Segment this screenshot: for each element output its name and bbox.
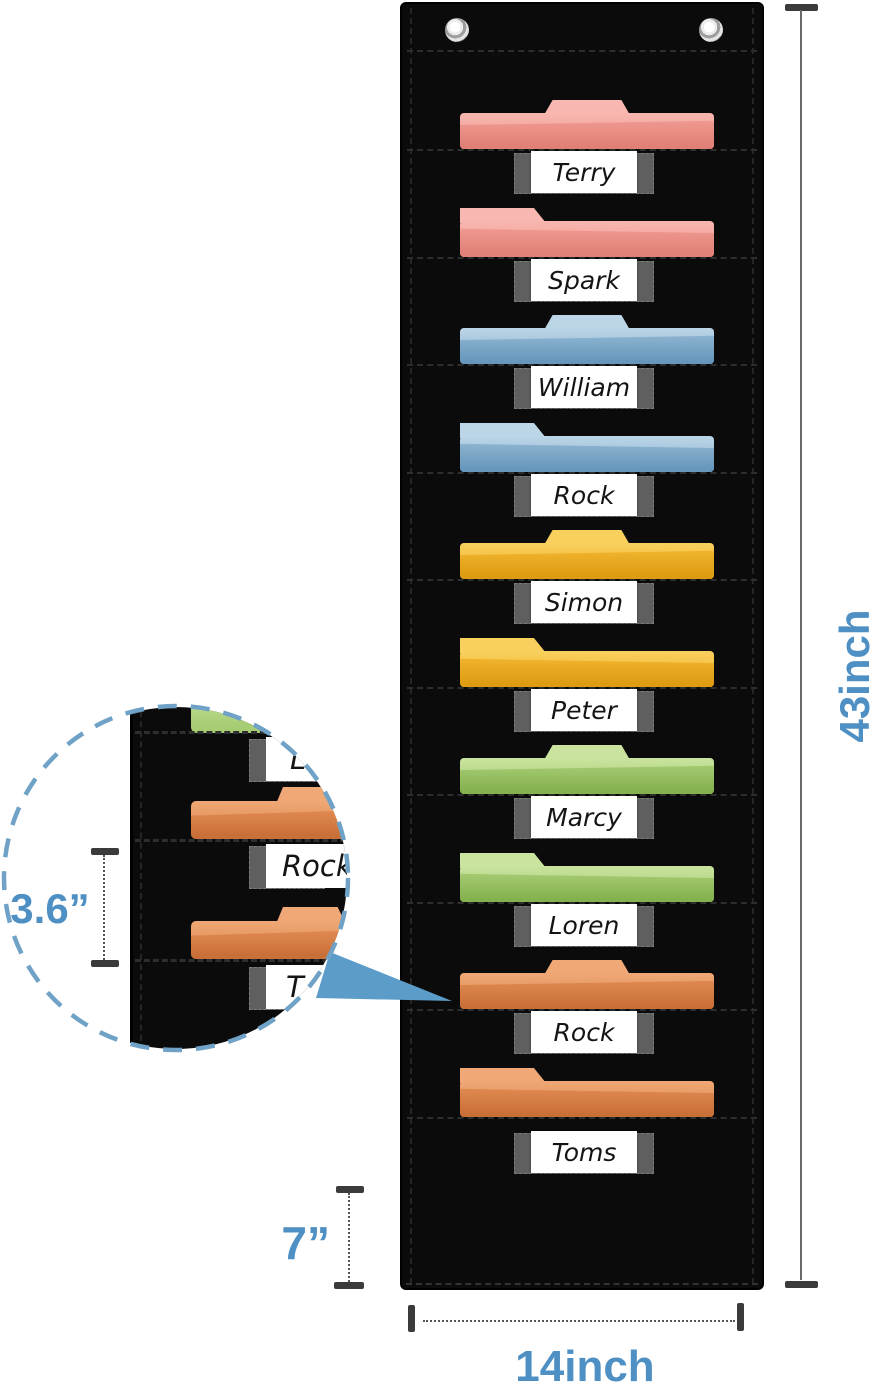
name-card: William bbox=[531, 366, 637, 408]
file-folder bbox=[191, 907, 347, 959]
folder-front-flap bbox=[460, 765, 714, 794]
stitch-line-left bbox=[410, 8, 412, 1284]
measure-tick bbox=[334, 1282, 364, 1289]
name-card: Rock bbox=[531, 1011, 637, 1053]
folder-front-flap bbox=[460, 335, 714, 364]
folder-front-flap bbox=[460, 120, 714, 149]
grommet-icon bbox=[699, 18, 723, 42]
folder-tab bbox=[460, 208, 546, 223]
folder-front-flap bbox=[460, 1088, 714, 1117]
pocket-seam bbox=[407, 364, 757, 366]
measure-tick bbox=[91, 960, 119, 967]
green-folder-corner bbox=[191, 707, 277, 733]
folder-front-flap bbox=[460, 550, 714, 579]
measure-line bbox=[423, 1320, 735, 1322]
name-card: Marcy bbox=[531, 796, 637, 838]
pocket-seam bbox=[407, 50, 757, 52]
label-holder: Peter bbox=[514, 689, 654, 732]
name-card: L bbox=[266, 737, 347, 781]
name-card: Toms bbox=[531, 1131, 637, 1173]
label-holder: Rock bbox=[514, 1011, 654, 1054]
bottom-pocket-dimension: 7” bbox=[281, 1217, 330, 1269]
pocket-spacing-dimension: 3.6” bbox=[10, 885, 90, 932]
measure-line bbox=[800, 10, 802, 1280]
file-folder-green bbox=[460, 745, 714, 794]
file-folder-pink bbox=[460, 100, 714, 149]
file-folder-green bbox=[460, 853, 714, 902]
pocket-seam bbox=[407, 579, 757, 581]
measure-tick bbox=[91, 848, 119, 855]
pocket-seam bbox=[135, 959, 347, 962]
file-folder-yellow bbox=[460, 530, 714, 579]
measure-tick bbox=[737, 1303, 744, 1331]
file-folder bbox=[191, 787, 347, 839]
measure-tick bbox=[336, 1186, 364, 1193]
folder-front-flap bbox=[460, 443, 714, 472]
name-card: Rock bbox=[266, 844, 347, 888]
folder-front-flap bbox=[460, 873, 714, 902]
label-holder: William bbox=[514, 366, 654, 409]
pocket-seam bbox=[135, 731, 347, 734]
file-folder-orange bbox=[460, 960, 714, 1009]
grommet-icon bbox=[445, 18, 469, 42]
measure-line bbox=[103, 855, 105, 960]
pocket-seam bbox=[135, 839, 347, 842]
pocket-seam bbox=[407, 794, 757, 796]
measure-tick bbox=[408, 1305, 415, 1332]
label-holder: Terry bbox=[514, 151, 654, 194]
pocket-seam bbox=[407, 257, 757, 259]
folder-tab bbox=[544, 745, 630, 760]
folder-tab bbox=[544, 315, 630, 330]
folder-tab bbox=[544, 960, 630, 975]
pocket-seam bbox=[407, 687, 757, 689]
label-holder: Rock bbox=[514, 474, 654, 517]
label-holder: Spark bbox=[514, 259, 654, 302]
folder-front-flap bbox=[460, 228, 714, 257]
name-card: T bbox=[266, 965, 347, 1009]
measure-line bbox=[348, 1193, 350, 1282]
name-card: Spark bbox=[531, 259, 637, 301]
name-card: Simon bbox=[531, 581, 637, 623]
name-card: Rock bbox=[531, 474, 637, 516]
label-holder: Rock bbox=[249, 844, 347, 889]
stitch-line bbox=[140, 707, 142, 1049]
file-folder-yellow bbox=[460, 638, 714, 687]
pocket-seam bbox=[407, 149, 757, 151]
file-folder-orange bbox=[460, 1068, 714, 1117]
pocket-seam bbox=[407, 1009, 757, 1011]
folder-tab bbox=[460, 638, 546, 653]
measure-tick bbox=[785, 4, 818, 11]
label-holder: L bbox=[249, 737, 347, 782]
file-folder-blue bbox=[460, 423, 714, 472]
file-folder-pink bbox=[460, 208, 714, 257]
folder-front-flap bbox=[460, 980, 714, 1009]
width-dimension: 14inch bbox=[515, 1342, 655, 1391]
name-card: Terry bbox=[531, 151, 637, 193]
folder-front-flap bbox=[460, 658, 714, 687]
folder-tab bbox=[544, 530, 630, 545]
name-card: Loren bbox=[531, 904, 637, 946]
pocket-seam bbox=[407, 902, 757, 904]
folder-tab bbox=[460, 423, 546, 438]
label-holder: Marcy bbox=[514, 796, 654, 839]
fabric-zoom: L Rock T bbox=[130, 707, 347, 1049]
pocket-seam bbox=[407, 472, 757, 474]
folder-tab bbox=[460, 1068, 546, 1083]
stitch-line-right bbox=[752, 8, 754, 1284]
label-holder: Simon bbox=[514, 581, 654, 624]
measure-tick bbox=[785, 1281, 818, 1288]
name-card: Peter bbox=[531, 689, 637, 731]
height-dimension: 43inch bbox=[831, 609, 878, 743]
label-holder: Toms bbox=[514, 1131, 654, 1174]
pocket-seam bbox=[407, 1117, 757, 1119]
bottom-hem-stitch bbox=[406, 1283, 758, 1285]
zoom-inset-content: L Rock T bbox=[5, 707, 347, 1049]
label-holder: Loren bbox=[514, 904, 654, 947]
label-holder: T bbox=[249, 965, 347, 1010]
file-folder-blue bbox=[460, 315, 714, 364]
zoom-inset-circle: L Rock T bbox=[1, 703, 351, 1053]
folder-tab bbox=[544, 100, 630, 115]
folder-tab bbox=[460, 853, 546, 868]
